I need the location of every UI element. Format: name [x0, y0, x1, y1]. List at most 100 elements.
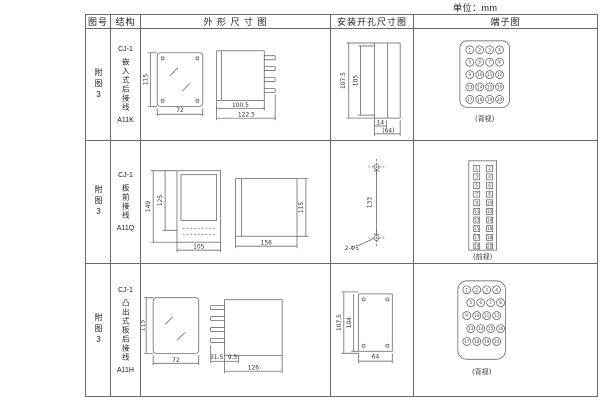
terminal-pins: [210, 305, 225, 343]
terminal-pin: [473, 233, 481, 241]
terminal-pin: [482, 285, 491, 295]
dim-side-depth: 156: [261, 240, 273, 247]
terminal-number: 15: [488, 326, 494, 332]
terminal-number: 12: [497, 72, 503, 78]
terminal-number: 3: [475, 174, 478, 180]
terminal-number: 14: [477, 84, 483, 90]
terminal-number: 16: [497, 84, 503, 90]
row3-figure-no-cell: 附图3: [86, 264, 111, 397]
terminal-pin: [473, 173, 481, 181]
terminal-block-outline: [457, 280, 506, 360]
dim-lines: [346, 42, 375, 119]
terminal-pin: [492, 337, 501, 346]
dim-front-height: 115: [141, 320, 147, 332]
terminal-pin: [486, 208, 493, 215]
front-view: 115 72: [142, 52, 204, 117]
terminal-pin: [496, 324, 505, 333]
terminal-pin: [462, 337, 472, 346]
terminal-pin: [486, 199, 493, 207]
terminal-pin: [475, 82, 485, 92]
row2-structure-cell: CJ-1 板前接线 A11Q: [111, 141, 141, 264]
header-structure: 结构: [111, 15, 141, 29]
terminal-pin: [472, 285, 482, 295]
terminal-number: 6: [479, 300, 482, 306]
figure-no-label: 附图3: [94, 185, 103, 219]
row2-outline-drawing: 149 125 105 156 115: [145, 170, 309, 253]
side-view: 100.5 122.5: [216, 50, 276, 121]
terminal-number: 17: [464, 339, 470, 345]
terminal-number: 18: [487, 235, 493, 241]
leader-line: [357, 238, 373, 247]
model-label: CJ-1: [118, 45, 133, 53]
dim-lines: [374, 118, 387, 136]
dim-lines: [216, 116, 276, 121]
row2-mounting-drawing: 133 2-Φ5: [345, 159, 385, 252]
dim-lines: [162, 170, 177, 231]
row2-mounting-cell: 133 2-Φ5: [331, 141, 414, 264]
row1-outline-drawing: 115 72 100.5 122.5: [142, 50, 276, 121]
extension-lines: [210, 345, 283, 374]
front-view-cover: [180, 174, 218, 221]
dim-side-depth: 126: [248, 365, 260, 372]
dim-height-inner: 105: [354, 75, 360, 87]
dim-lines: [351, 293, 359, 352]
terminal-pin: [475, 45, 485, 55]
terminal-number: 4: [498, 47, 501, 53]
terminal-number: 13: [467, 84, 473, 90]
terminal-strip-outline: [468, 160, 497, 251]
row1-structure-cell: CJ-1 嵌入式后接线 A11K: [111, 29, 141, 141]
terminal-number: 18: [477, 97, 483, 103]
terminal-pins: [264, 55, 276, 93]
terminal-number: 8: [499, 300, 502, 306]
structure-code-label: A11Q: [116, 225, 135, 232]
terminal-number: 8: [488, 192, 491, 198]
hole-size-label: 2-Φ5: [345, 246, 360, 252]
hatch-marks: [169, 67, 191, 92]
terminal-pin: [486, 324, 495, 333]
terminal-pin: [486, 173, 493, 181]
row1-outline-cell: 115 72 100.5 122.5: [141, 29, 331, 141]
terminal-pin: [482, 337, 491, 346]
terminal-number: 19: [487, 97, 493, 103]
terminal-pin: [475, 95, 485, 104]
terminal-pin: [486, 182, 493, 189]
terminal-number: 12: [487, 209, 493, 215]
terminal-number: 19: [484, 339, 490, 345]
view-label: (前视): [473, 252, 493, 261]
terminal-pin: [485, 82, 494, 92]
terminal-number: 1: [475, 166, 478, 172]
terminal-pin: [465, 70, 475, 79]
terminal-number: 8: [498, 60, 501, 66]
dim-depth-outer: 122.5: [238, 112, 255, 119]
terminal-pin: [462, 285, 472, 295]
terminal-pin: [473, 190, 481, 198]
terminal-pin: [473, 182, 481, 189]
terminal-number: 5: [469, 300, 472, 306]
structure-code-label: A11H: [117, 366, 134, 374]
dim-side-height: 115: [298, 202, 305, 214]
terminal-pin: [473, 208, 481, 215]
dim-lines: [144, 297, 154, 354]
terminal-number: 10: [477, 72, 483, 78]
dim-lines: [147, 52, 158, 107]
terminal-number: 14: [478, 326, 484, 332]
terminal-number: 13: [468, 326, 474, 332]
header-outline-dims: 外 形 尺 寸 图: [141, 15, 331, 29]
terminal-pin: [486, 242, 493, 250]
dim-front-height: 115: [142, 74, 149, 86]
row1-figure-no-cell: 附图3: [86, 29, 111, 141]
terminal-pin: [485, 95, 494, 104]
terminal-number: 11: [474, 209, 480, 215]
front-view-body: [176, 170, 221, 243]
dim-lines: [150, 170, 177, 243]
dim-height-inner: 104: [347, 317, 353, 329]
structure-type-label: 凸出式板后接线: [121, 298, 131, 362]
terminal-number: 2: [475, 287, 478, 293]
structure-type-label: 板前接线: [121, 184, 131, 220]
dim-lines: [156, 108, 204, 117]
terminal-pin: [465, 57, 475, 67]
model-label: CJ-1: [118, 172, 133, 179]
side-view-body: [235, 178, 298, 237]
